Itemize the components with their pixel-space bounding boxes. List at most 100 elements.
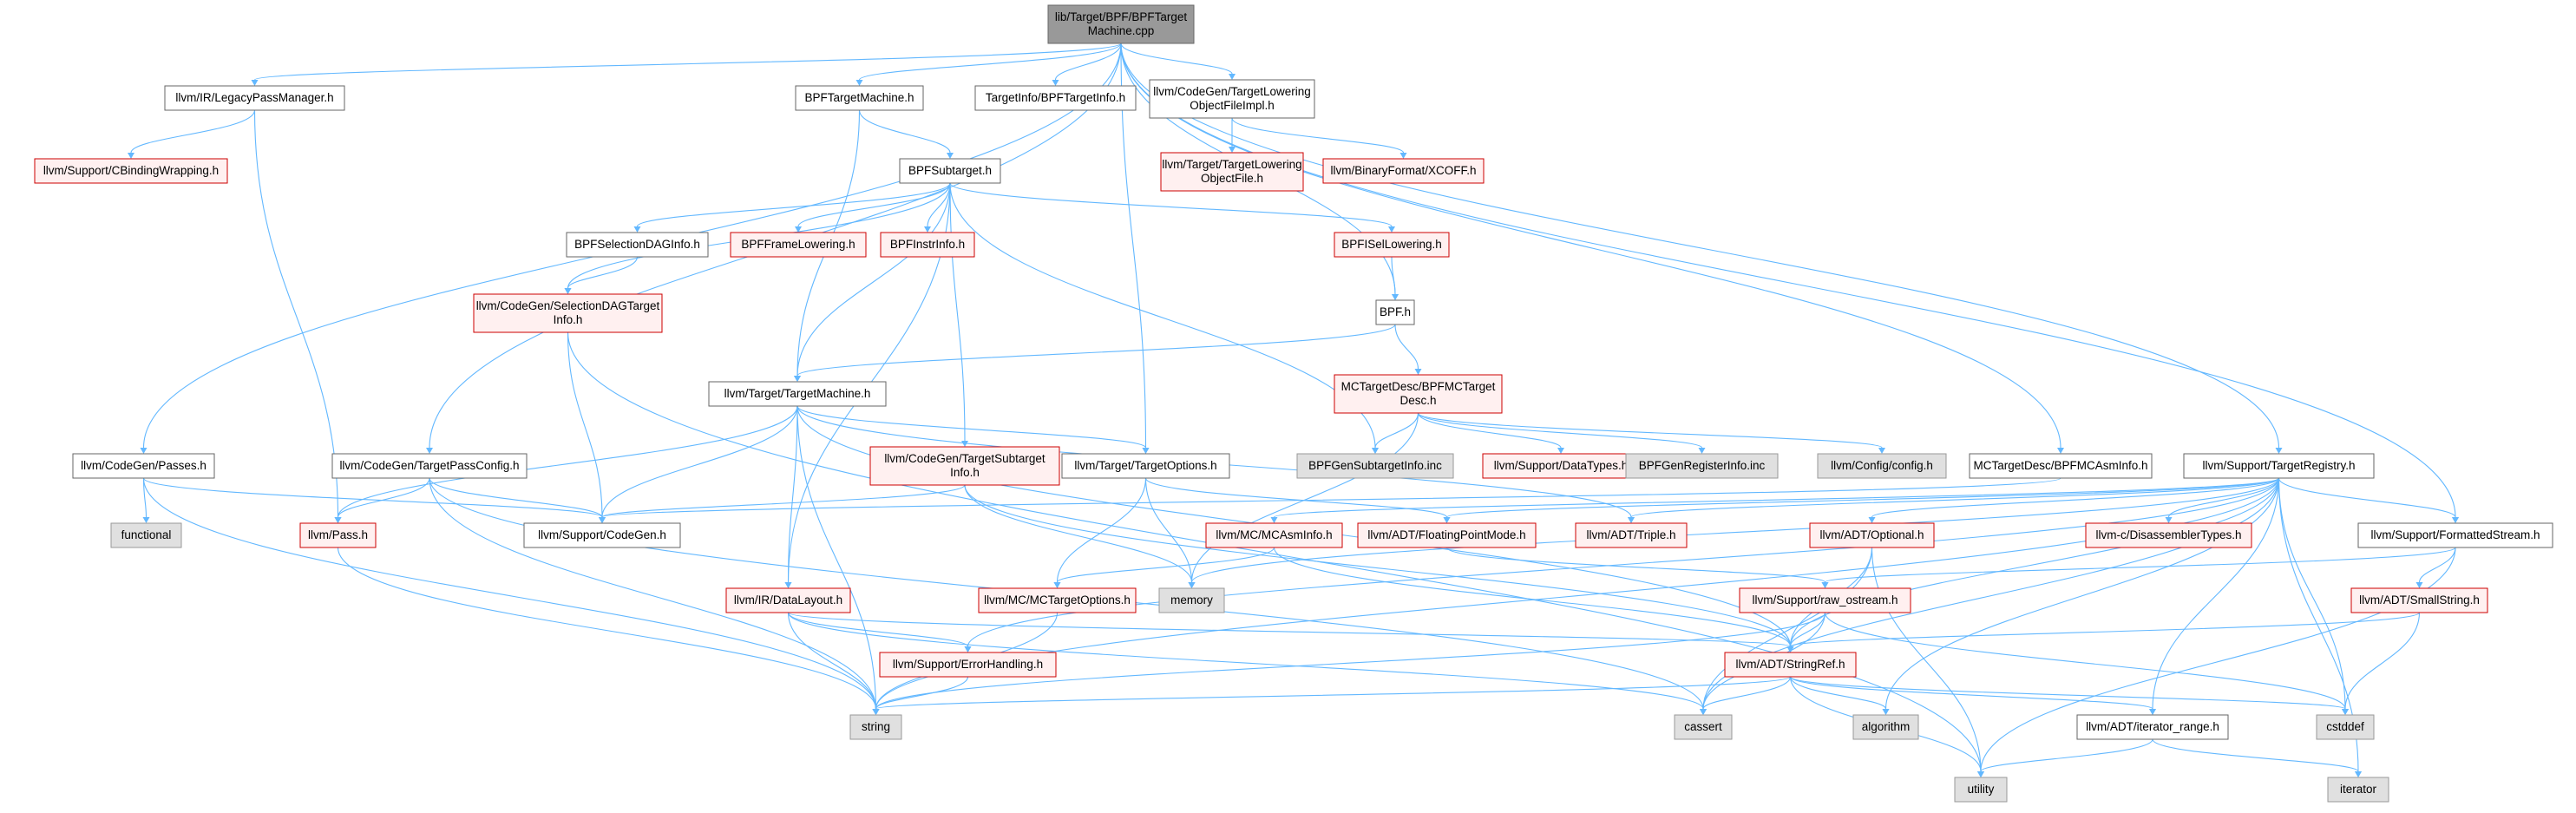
edge-root-to-tinfo — [1054, 43, 1122, 81]
edge-arrowhead-bpfsub-to-seldag — [633, 226, 641, 233]
node-utility: utility — [1954, 777, 2008, 803]
node-instrinfo[interactable]: BPFInstrInfo.h — [880, 232, 975, 258]
node-box-strref — [1724, 652, 1857, 678]
edge-treg-to-fpmode — [1445, 477, 2280, 518]
node-label-mctd: MCTargetDesc/BPFMCTarget — [1341, 380, 1496, 393]
node-label-legacypm: llvm/IR/LegacyPassManager.h — [175, 91, 333, 104]
node-box-triple — [1575, 522, 1688, 548]
node-strref[interactable]: llvm/ADT/StringRef.h — [1724, 652, 1857, 678]
node-topt[interactable]: llvm/Target/TargetOptions.h — [1061, 453, 1230, 479]
node-box-isellow — [1334, 232, 1450, 258]
node-seldag[interactable]: BPFSelectionDAGInfo.h — [566, 232, 709, 258]
node-label-bpfsub: BPFSubtarget.h — [908, 164, 992, 177]
node-triple[interactable]: llvm/ADT/Triple.h — [1575, 522, 1688, 548]
node-label-iterator: iterator — [2340, 783, 2377, 796]
node-framelow[interactable]: BPFFrameLowering.h — [730, 232, 867, 258]
edge-fstream-to-rawos — [1824, 547, 2456, 583]
edge-arrowhead-mctd-to-datatypes — [1557, 448, 1564, 454]
node-box-instrinfo — [880, 232, 975, 258]
node-fpmode[interactable]: llvm/ADT/FloatingPointMode.h — [1357, 522, 1537, 548]
node-tpc[interactable]: llvm/CodeGen/TargetPassConfig.h — [331, 453, 528, 479]
edge-bpfsub-to-tm — [796, 182, 951, 377]
edge-fstream-to-smallstr — [2418, 547, 2456, 583]
edge-strref-to-iterrange — [1789, 676, 2153, 710]
node-box-utility — [1954, 777, 2008, 803]
node-tinfo[interactable]: TargetInfo/BPFTargetInfo.h — [974, 85, 1137, 111]
edge-tsi-to-cgen — [601, 484, 966, 518]
node-fstream[interactable]: llvm/Support/FormattedStream.h — [2357, 522, 2553, 548]
edge-tsi-to-memory — [964, 484, 1193, 583]
node-label-treg: llvm/Support/TargetRegistry.h — [2202, 459, 2355, 472]
edge-dlayout-to-cassert — [787, 612, 1704, 710]
edge-bpfsub-to-seldag — [636, 182, 951, 227]
node-mcasm[interactable]: MCTargetDesc/BPFMCAsmInfo.h — [1969, 453, 2153, 479]
node-root[interactable]: lib/Target/BPF/BPFTargetMachine.cpp — [1047, 4, 1195, 44]
edge-layer — [128, 43, 2459, 777]
node-bpfh[interactable]: BPF.h — [1375, 299, 1415, 325]
node-mcto[interactable]: llvm/MC/MCTargetOptions.h — [978, 587, 1137, 613]
node-tm[interactable]: llvm/Target/TargetMachine.h — [708, 381, 887, 407]
node-cbind[interactable]: llvm/Support/CBindingWrapping.h — [34, 158, 228, 184]
node-layer: lib/Target/BPF/BPFTargetMachine.cpp llvm/… — [34, 4, 2553, 803]
edge-root-to-legacypm — [253, 43, 1122, 81]
node-tlofi[interactable]: llvm/CodeGen/TargetLoweringObjectFileImp… — [1149, 79, 1315, 119]
node-cfg: llvm/Config/config.h — [1817, 453, 1947, 479]
node-disasm[interactable]: llvm-c/DisassemblerTypes.h — [2085, 522, 2252, 548]
node-functional: functional — [110, 522, 182, 548]
edge-arrowhead-strref-to-cstddef — [2342, 709, 2349, 715]
edge-arrowhead-treg-to-optional — [1868, 517, 1876, 523]
node-box-root — [1047, 4, 1195, 44]
node-box-memory — [1158, 587, 1225, 613]
node-label-bpfh: BPF.h — [1380, 305, 1411, 318]
edge-arrowhead-bpfsub-to-isellow — [1388, 226, 1395, 233]
node-mcmcasm[interactable]: llvm/MC/MCAsmInfo.h — [1205, 522, 1343, 548]
node-optional[interactable]: llvm/ADT/Optional.h — [1809, 522, 1935, 548]
node-pass[interactable]: llvm/Pass.h — [299, 522, 377, 548]
node-label-fstream: llvm/Support/FormattedStream.h — [2370, 528, 2540, 541]
node-label-bpftm: BPFTargetMachine.h — [804, 91, 914, 104]
edge-tpc-to-pass — [337, 477, 430, 518]
edge-arrowhead-mctd-to-geninc — [1372, 448, 1379, 454]
edge-treg-to-triple — [1630, 477, 2280, 518]
node-box-bpfsub — [899, 158, 1001, 184]
node-datatypes[interactable]: llvm/Support/DataTypes.h — [1482, 453, 1640, 479]
node-box-algorithm — [1852, 714, 1919, 740]
node-label-cfg: llvm/Config/config.h — [1831, 459, 1933, 472]
node-box-treg — [2183, 453, 2375, 479]
node-label-tlofi: llvm/CodeGen/TargetLowering — [1153, 85, 1311, 98]
node-passes[interactable]: llvm/CodeGen/Passes.h — [72, 453, 215, 479]
edge-arrowhead-mctd-to-cfg — [1878, 448, 1885, 454]
node-box-mcto — [978, 587, 1137, 613]
edge-bpftm-to-bpfsub — [858, 109, 951, 154]
node-legacypm[interactable]: llvm/IR/LegacyPassManager.h — [164, 85, 345, 111]
edge-strref-to-cstddef — [1789, 676, 2346, 710]
node-algorithm: algorithm — [1852, 714, 1919, 740]
edge-arrowhead-seldag-to-seldagti — [564, 288, 572, 294]
edge-arrowhead-mctd-to-genreg — [1698, 448, 1706, 454]
node-rawos[interactable]: llvm/Support/raw_ostream.h — [1739, 587, 1911, 613]
edge-dlayout-to-string — [787, 612, 877, 710]
node-string: string — [849, 714, 902, 740]
edge-seldagti-to-utility — [567, 331, 1982, 772]
edge-passes-to-string — [142, 477, 877, 710]
node-isellow[interactable]: BPFISelLowering.h — [1334, 232, 1450, 258]
node-dlayout[interactable]: llvm/IR/DataLayout.h — [725, 587, 851, 613]
node-errh[interactable]: llvm/Support/ErrorHandling.h — [879, 652, 1057, 678]
node-smallstr[interactable]: llvm/ADT/SmallString.h — [2350, 587, 2488, 613]
edge-arrowhead-root-to-passes — [140, 448, 147, 454]
node-cgen[interactable]: llvm/Support/CodeGen.h — [523, 522, 681, 548]
edge-strref-to-algorithm — [1789, 676, 1887, 710]
edge-arrowhead-bpfsub-to-tsi — [961, 441, 968, 447]
node-treg[interactable]: llvm/Support/TargetRegistry.h — [2183, 453, 2375, 479]
node-iterrange[interactable]: llvm/ADT/iterator_range.h — [2076, 714, 2229, 740]
node-xcoff[interactable]: llvm/BinaryFormat/XCOFF.h — [1322, 158, 1485, 184]
node-label-strref: llvm/ADT/StringRef.h — [1735, 658, 1845, 671]
node-bpftm[interactable]: BPFTargetMachine.h — [795, 85, 924, 111]
edge-topt-to-memory — [1144, 477, 1193, 583]
node-bpfsub[interactable]: BPFSubtarget.h — [899, 158, 1001, 184]
node-label-optional: llvm/ADT/Optional.h — [1819, 528, 1924, 541]
